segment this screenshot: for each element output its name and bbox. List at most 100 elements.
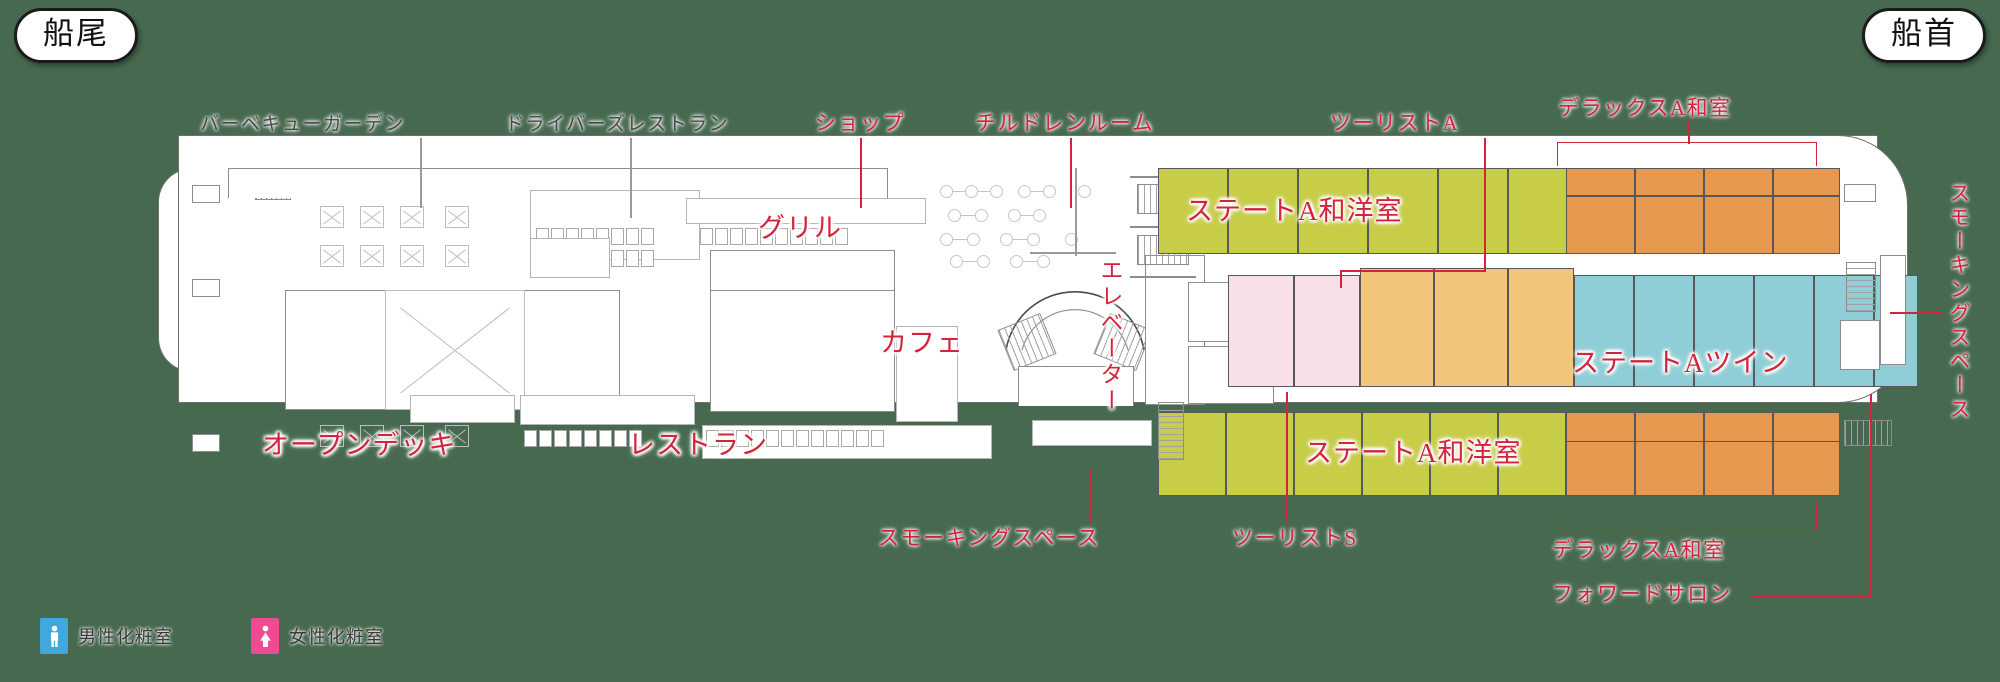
seat xyxy=(700,228,713,245)
legend-item-male-restroom: 男性化粧室 xyxy=(40,618,173,654)
leader-deluxe-upper xyxy=(1688,120,1690,144)
smoking-stair xyxy=(1158,402,1184,460)
label-tourist-s: ツーリストS xyxy=(1232,526,1358,550)
bbq-table-5 xyxy=(320,245,344,267)
leader-tourist-a-drop xyxy=(1340,270,1342,288)
mid-hall-upper xyxy=(710,250,895,290)
smoking-booth-1 xyxy=(1032,420,1152,446)
state-a-washitsu-lower-label: ステートA和洋室 xyxy=(1305,438,1522,468)
seat xyxy=(805,228,818,245)
seat xyxy=(835,228,848,245)
seat xyxy=(539,430,552,447)
stern-fitting-2 xyxy=(192,279,220,297)
bracket-deluxe-upper xyxy=(1557,142,1817,166)
state-a-washitsu-upper-label: ステートA和洋室 xyxy=(1186,196,1403,226)
label-children-room: チルドレンルーム xyxy=(975,111,1155,135)
seat xyxy=(715,228,728,245)
restaurant-seat-row-2 xyxy=(706,430,884,447)
stair-rail-3 xyxy=(1130,276,1196,278)
open-deck-label: オープンデッキ xyxy=(262,430,457,460)
seat xyxy=(706,430,719,447)
state-a-twin-label: ステートAツイン xyxy=(1572,348,1789,378)
leader-tourist-a-h xyxy=(1340,270,1486,272)
stern-fitting-3 xyxy=(192,434,220,452)
bbq-table-3 xyxy=(400,206,424,228)
legend-label-female-restroom: 女性化粧室 xyxy=(289,627,384,647)
seat xyxy=(554,430,567,447)
seat xyxy=(751,430,764,447)
leader-smoking-space-side xyxy=(1890,312,1942,314)
stern-badge: 船尾 xyxy=(14,8,138,64)
bow-stair xyxy=(1846,262,1876,312)
restaurant-label: レストラン xyxy=(628,430,768,460)
seat xyxy=(569,430,582,447)
grill-label: グリル xyxy=(758,213,842,243)
seat xyxy=(626,228,639,245)
label-deluxe-a-washitsu-lower: デラックスA和室 xyxy=(1552,538,1726,562)
seat xyxy=(856,430,869,447)
seat xyxy=(760,228,773,245)
label-smoking-space-side: スモーキングスペース xyxy=(1947,182,1971,422)
leader-bbq-garden xyxy=(420,138,422,208)
mid-hall xyxy=(710,290,895,412)
seat xyxy=(611,228,624,245)
seat xyxy=(781,430,794,447)
deck-table-4 xyxy=(445,425,469,447)
legend-label-male-restroom: 男性化粧室 xyxy=(78,627,173,647)
female-restroom-icon xyxy=(251,618,279,654)
seat xyxy=(611,250,624,267)
male-restroom-icon xyxy=(40,618,68,654)
deck-table-3 xyxy=(400,425,424,447)
bbq-table-6 xyxy=(360,245,384,267)
cafe-counter xyxy=(896,326,958,422)
seat xyxy=(775,228,788,245)
seat xyxy=(721,430,734,447)
drivers-booth xyxy=(530,238,610,278)
leader-drivers-restaurant xyxy=(630,138,632,218)
deck-table-2 xyxy=(360,425,384,447)
label-forward-salon: フォワードサロン xyxy=(1552,582,1732,606)
bbq-table-2 xyxy=(360,206,384,228)
partition-2 xyxy=(1030,252,1116,254)
restaurant-side-table xyxy=(410,395,515,423)
seat xyxy=(871,430,884,447)
legend-item-female-restroom: 女性化粧室 xyxy=(251,618,384,654)
seat xyxy=(584,430,597,447)
label-bbq-garden: バーベキューガーデン xyxy=(200,114,406,135)
cafe-label: カフェ xyxy=(880,328,964,358)
seat xyxy=(820,228,833,245)
seat xyxy=(524,430,537,447)
bracket-deluxe-lower xyxy=(1557,502,1817,530)
leader-children-room xyxy=(1070,138,1072,208)
bow-walkway xyxy=(1880,255,1906,365)
seat xyxy=(790,228,803,245)
restaurant-counter xyxy=(520,395,695,425)
leader-tourist-a-upper xyxy=(1484,138,1486,272)
elevator-label: エレベーター xyxy=(1097,258,1122,414)
label-shop: ショップ xyxy=(815,111,905,135)
bbq-table-7 xyxy=(400,245,424,267)
bow-badge: 船首 xyxy=(1862,8,1986,64)
seat xyxy=(736,430,749,447)
seat xyxy=(641,250,654,267)
aft-hall-x-marking xyxy=(385,290,525,410)
legend: 男性化粧室 女性化粧室 xyxy=(40,618,384,654)
seat xyxy=(599,430,612,447)
seat xyxy=(641,228,654,245)
leader-forward-salon-h xyxy=(1752,596,1872,598)
seat xyxy=(841,430,854,447)
leader-shop xyxy=(860,138,862,208)
seat xyxy=(629,430,642,447)
label-drivers-restaurant: ドライバーズレストラン xyxy=(505,114,730,135)
seat xyxy=(796,430,809,447)
shop-counter xyxy=(686,198,926,224)
leader-smoking-space-bottom xyxy=(1090,470,1092,522)
deck-table-1 xyxy=(320,425,344,447)
restaurant-seat-row-1 xyxy=(524,430,642,447)
label-deluxe-a-washitsu-upper: デラックスA和室 xyxy=(1558,96,1732,120)
bbq-table-4 xyxy=(445,206,469,228)
seat xyxy=(730,228,743,245)
leader-tourist-s xyxy=(1286,392,1288,522)
bow-salon xyxy=(1840,320,1880,370)
seat xyxy=(614,430,627,447)
